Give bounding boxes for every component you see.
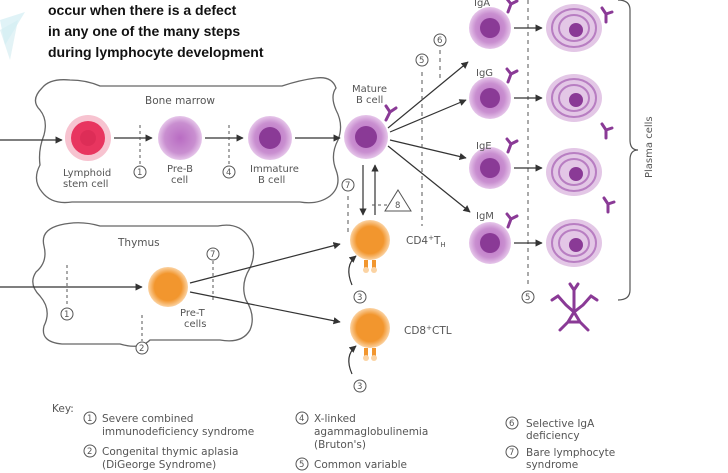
- marker-7-thymus: 7: [206, 247, 220, 261]
- cd4-th-label: CD4+TH: [406, 234, 446, 249]
- cd8-ctl-label: CD8+CTL: [404, 324, 452, 337]
- plasma-cells-label: Plasma cells: [644, 116, 655, 178]
- thymus-outline: [32, 222, 255, 347]
- plasma-cell-4: [546, 219, 602, 267]
- iga-label: IgA: [474, 0, 490, 9]
- svg-text:3: 3: [357, 382, 362, 392]
- igm-pentamer: [550, 282, 599, 332]
- svg-text:2: 2: [87, 447, 92, 457]
- plasma-cell-1: [546, 4, 602, 52]
- svg-text:2: 2: [139, 344, 144, 354]
- pre-t-cells-label: Pre-T cells: [180, 308, 208, 330]
- mature-b-cell: [344, 104, 398, 159]
- svg-text:syndrome: syndrome: [526, 459, 578, 471]
- svg-text:5: 5: [525, 293, 530, 303]
- svg-text:1: 1: [137, 168, 142, 178]
- cd4-t-helper-cell: [350, 220, 390, 273]
- svg-text:agammaglobulinemia: agammaglobulinemia: [314, 426, 428, 438]
- igg-label: IgG: [476, 68, 493, 79]
- svg-text:7: 7: [345, 181, 350, 191]
- lymphoid-stem-cell-label: Lymphoid stem cell: [63, 168, 114, 190]
- antibody-igg: [600, 122, 614, 140]
- marker-3-cd4: 3: [353, 290, 367, 304]
- svg-text:(DiGeorge Syndrome): (DiGeorge Syndrome): [102, 459, 216, 471]
- key-item-1: 1 Severe combined immunodeficiency syndr…: [83, 411, 254, 438]
- key-item-7: 7 Bare lymphocyte syndrome: [505, 445, 615, 471]
- svg-text:Common variable: Common variable: [314, 459, 407, 471]
- marker-5: 5: [415, 53, 429, 67]
- svg-text:8: 8: [395, 201, 400, 211]
- mature-b-cell-label: Mature B cell: [352, 84, 390, 106]
- heading-line-2: in any one of the many steps: [48, 23, 241, 39]
- immature-b-cell: [248, 116, 292, 160]
- svg-text:7: 7: [210, 250, 215, 260]
- igg-b-cell: [469, 67, 519, 119]
- cd8-ctl-cell: [350, 308, 390, 361]
- marker-2: 2: [135, 341, 149, 355]
- pre-b-cell-label: Pre-B cell: [167, 164, 196, 186]
- svg-text:immunodeficiency syndrome: immunodeficiency syndrome: [102, 426, 254, 438]
- svg-text:Selective IgA: Selective IgA: [526, 418, 595, 430]
- heading-line-3: during lymphocyte development: [48, 44, 264, 60]
- plasma-cell-3: [546, 148, 602, 196]
- svg-text:3: 3: [357, 293, 362, 303]
- key-item-6: 6 Selective IgA deficiency: [505, 416, 595, 442]
- bone-marrow-label: Bone marrow: [145, 95, 215, 107]
- svg-text:Congenital thymic aplasia: Congenital thymic aplasia: [102, 446, 238, 458]
- antibody-ige: [602, 196, 616, 214]
- heading: occur when there is a defect in any one …: [48, 0, 263, 63]
- plasma-cell-2: [546, 74, 602, 122]
- marker-3-cd8: 3: [353, 379, 367, 393]
- lymphoid-stem-cell: [65, 115, 111, 161]
- svg-text:4: 4: [299, 414, 304, 424]
- iga-b-cell: [469, 0, 519, 49]
- marker-7-b: 7: [341, 178, 355, 192]
- marker-1-bone-marrow: 1: [133, 165, 147, 179]
- svg-text:deficiency: deficiency: [526, 430, 580, 442]
- svg-text:1: 1: [87, 414, 92, 424]
- svg-text:Bare lymphocyte: Bare lymphocyte: [526, 447, 615, 459]
- svg-text:4: 4: [226, 168, 231, 178]
- immature-b-cell-label: Immature B cell: [250, 164, 302, 186]
- marker-5-bottom: 5: [521, 290, 535, 304]
- svg-text:6: 6: [437, 36, 442, 46]
- ige-label: IgE: [476, 141, 492, 152]
- bone-marrow-outline: [34, 77, 342, 204]
- marker-6: 6: [433, 33, 447, 47]
- key-label: Key:: [52, 403, 74, 415]
- igm-b-cell: [469, 212, 519, 264]
- svg-text:6: 6: [509, 419, 514, 429]
- svg-text:5: 5: [419, 56, 424, 66]
- antibody-iga: [600, 6, 614, 24]
- svg-text:(Bruton's): (Bruton's): [314, 439, 366, 451]
- pre-t-cell: [148, 267, 188, 307]
- thymus-label: Thymus: [117, 237, 160, 249]
- marker-4: 4: [222, 165, 236, 179]
- igm-label: IgM: [476, 211, 494, 222]
- defect-markers: 1 4 1 2 7 7 8 3 3 5 6 5: [60, 33, 535, 393]
- key-item-4: 4 X-linked agammaglobulinemia (Bruton's): [295, 411, 428, 451]
- key-item-2: 2 Congenital thymic aplasia (DiGeorge Sy…: [83, 444, 238, 471]
- svg-text:1: 1: [64, 310, 69, 320]
- pre-b-cell: [158, 116, 202, 160]
- marker-1-thymus: 1: [60, 307, 74, 321]
- heading-line-1: occur when there is a defect: [48, 2, 237, 18]
- key-item-5: 5 Common variable: [295, 457, 407, 471]
- marker-8: 8: [384, 189, 412, 212]
- svg-text:Severe combined: Severe combined: [102, 413, 193, 425]
- slide-decoration: [0, 12, 25, 60]
- plasma-cells-bracket: [617, 0, 639, 301]
- ige-b-cell: [469, 137, 519, 189]
- svg-text:X-linked: X-linked: [314, 413, 356, 425]
- svg-text:7: 7: [509, 448, 514, 458]
- svg-text:5: 5: [299, 460, 304, 470]
